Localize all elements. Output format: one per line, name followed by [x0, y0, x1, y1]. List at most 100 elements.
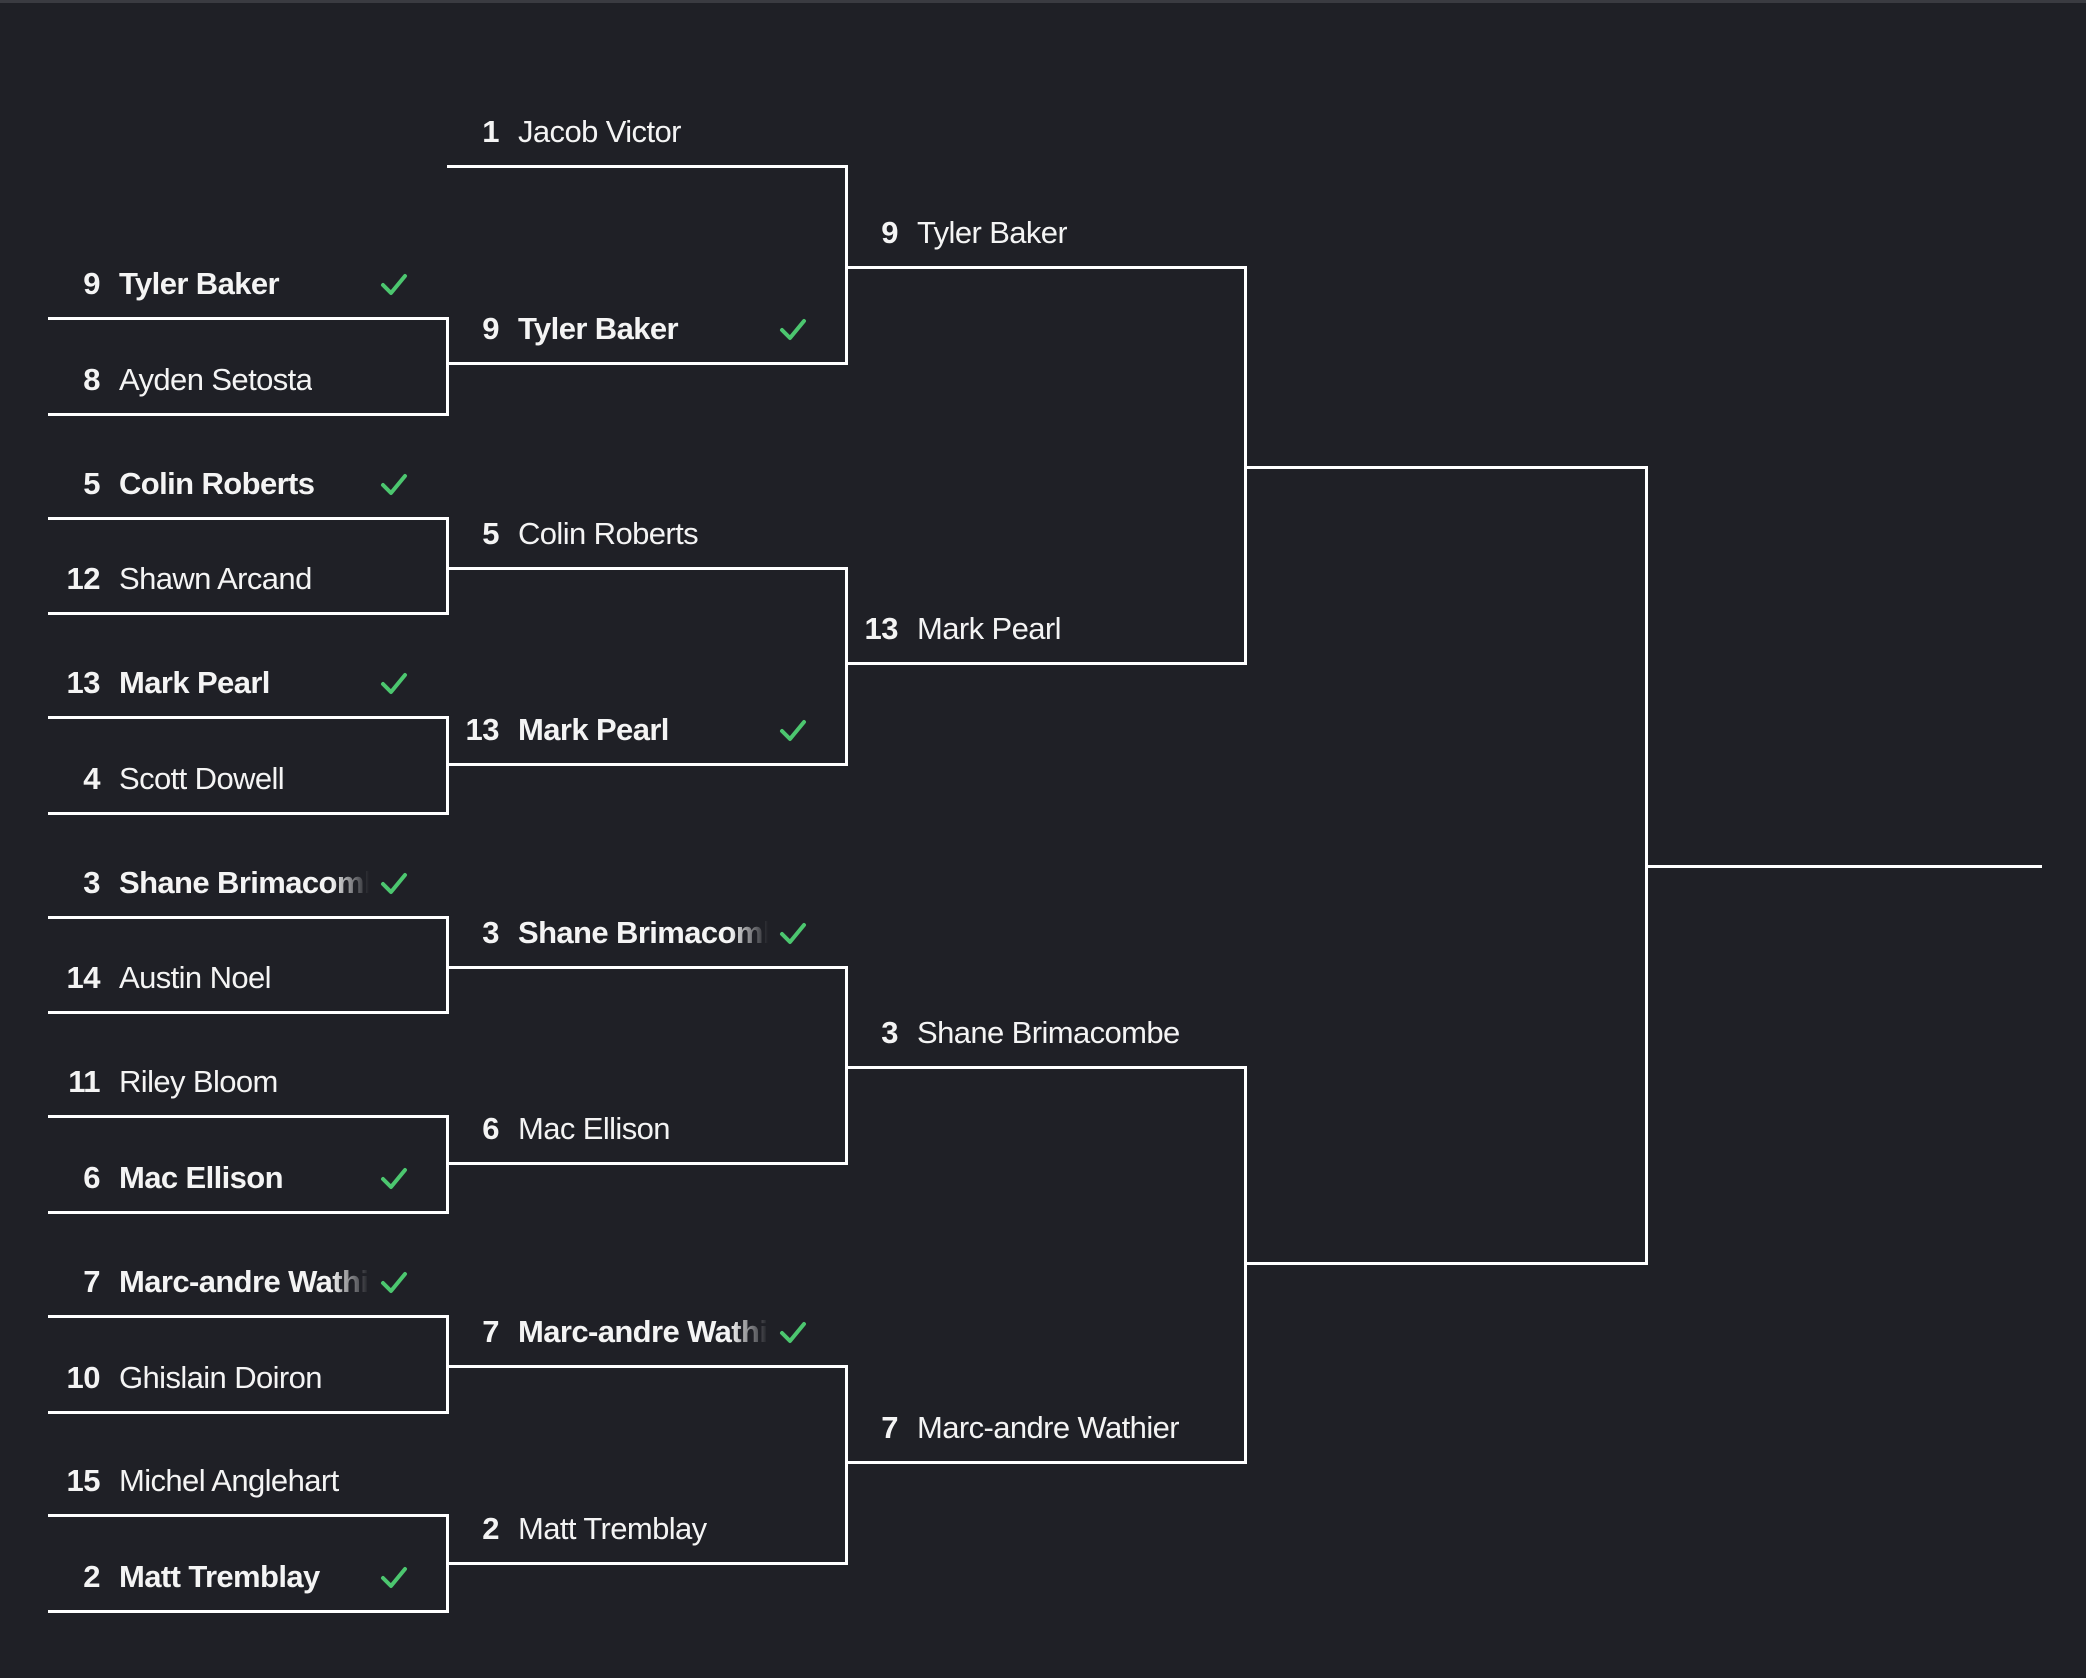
player-seed: 7 [881, 1410, 898, 1445]
player-seed: 15 [66, 1463, 101, 1498]
winner-check-icon [777, 1316, 809, 1348]
player-seed: 9 [482, 311, 499, 346]
bracket-line [1245, 466, 1646, 469]
player-name: Riley Bloom [119, 1064, 278, 1099]
bracket-line [846, 662, 1247, 665]
player-name: Shane Brimacombe [917, 1015, 1180, 1050]
player-name: Marc-andre Wathier [518, 1314, 768, 1349]
player-seed: 4 [83, 761, 100, 796]
winner-check-icon [777, 917, 809, 949]
winner-check-icon [378, 1266, 410, 1298]
player-name: Ghislain Doiron [119, 1360, 322, 1395]
bracket-connector [446, 517, 449, 615]
winner-check-icon [378, 268, 410, 300]
player-name: Matt Tremblay [518, 1511, 707, 1546]
bracket-line [48, 716, 449, 719]
player-seed: 9 [83, 266, 100, 301]
winner-check-icon [777, 714, 809, 746]
player-seed: 13 [864, 611, 899, 646]
player-name: Matt Tremblay [119, 1559, 320, 1594]
player-name: Colin Roberts [119, 466, 315, 501]
bracket-slot[interactable]: 13 Mark Pearl [48, 661, 447, 705]
player-name: Colin Roberts [518, 516, 699, 551]
player-seed: 9 [881, 215, 898, 250]
player-seed: 8 [83, 362, 100, 397]
bracket-line [48, 413, 449, 416]
bracket-line [48, 1610, 449, 1613]
bracket-connector [1244, 266, 1247, 665]
bracket-connector [446, 716, 449, 815]
bracket-connector [1645, 466, 1648, 1265]
bracket-connector [446, 916, 449, 1014]
bracket-slot[interactable]: 2 Matt Tremblay [447, 1507, 846, 1551]
bracket-line [846, 1066, 1247, 1069]
bracket-line [48, 517, 449, 520]
player-name: Jacob Victor [518, 114, 681, 149]
bracket-slot[interactable]: 10 Ghislain Doiron [48, 1356, 447, 1400]
bracket-slot[interactable]: 9 Tyler Baker [447, 307, 846, 351]
bracket-line [48, 1411, 449, 1414]
bracket-line [48, 1115, 449, 1118]
winner-check-icon [378, 1162, 410, 1194]
bracket-connector [446, 1315, 449, 1414]
bracket-line [48, 317, 449, 320]
player-seed: 7 [83, 1264, 100, 1299]
bracket-line [447, 966, 848, 969]
player-seed: 10 [66, 1360, 101, 1395]
player-seed: 5 [482, 516, 499, 551]
bracket-connector [845, 567, 848, 766]
player-seed: 2 [482, 1511, 499, 1546]
bracket-connector [845, 1365, 848, 1565]
bracket-connector [446, 1115, 449, 1214]
bracket-connector [845, 165, 848, 365]
player-name: Shawn Arcand [119, 561, 312, 596]
bracket-connector [1244, 1066, 1247, 1464]
bracket-connector [446, 317, 449, 416]
bracket-line [48, 1211, 449, 1214]
player-name: Shane Brimacombe [119, 865, 369, 900]
player-name: Tyler Baker [518, 311, 679, 346]
bracket-line [48, 1514, 449, 1517]
bracket-line [447, 763, 848, 766]
player-seed: 3 [881, 1015, 898, 1050]
player-name: Mac Ellison [518, 1111, 670, 1146]
player-seed: 11 [68, 1064, 100, 1099]
player-seed: 3 [83, 865, 100, 900]
bracket-slot[interactable]: 3 Shane Brimacombe [48, 861, 447, 905]
winner-check-icon [378, 867, 410, 899]
player-name: Marc-andre Wathier [119, 1264, 369, 1299]
bracket-line [1646, 865, 2042, 868]
player-name: Scott Dowell [119, 761, 285, 796]
bracket-line [447, 567, 848, 570]
bracket-slot[interactable]: 9 Tyler Baker [48, 262, 447, 306]
player-name: Michel Anglehart [119, 1463, 339, 1498]
bracket-slot[interactable]: 11 Riley Bloom [48, 1060, 447, 1104]
bracket-slot[interactable]: 5 Colin Roberts [48, 462, 447, 506]
window-top-border [0, 0, 2086, 3]
bracket-line [447, 362, 848, 365]
bracket-slot[interactable]: 15 Michel Anglehart [48, 1459, 447, 1503]
bracket-line [1245, 1262, 1646, 1265]
bracket-slot[interactable]: 4 Scott Dowell [48, 757, 447, 801]
bracket-slot[interactable]: 7 Marc-andre Wathier [48, 1260, 447, 1304]
player-name: Tyler Baker [917, 215, 1068, 250]
bracket-slot[interactable]: 5 Colin Roberts [447, 512, 846, 556]
player-seed: 5 [83, 466, 100, 501]
player-name: Tyler Baker [119, 266, 280, 301]
bracket-slot[interactable]: 9 Tyler Baker [846, 211, 1245, 255]
player-name: Mark Pearl [119, 665, 270, 700]
player-seed: 13 [66, 665, 101, 700]
bracket-slot[interactable]: 3 Shane Brimacombe [846, 1011, 1245, 1055]
